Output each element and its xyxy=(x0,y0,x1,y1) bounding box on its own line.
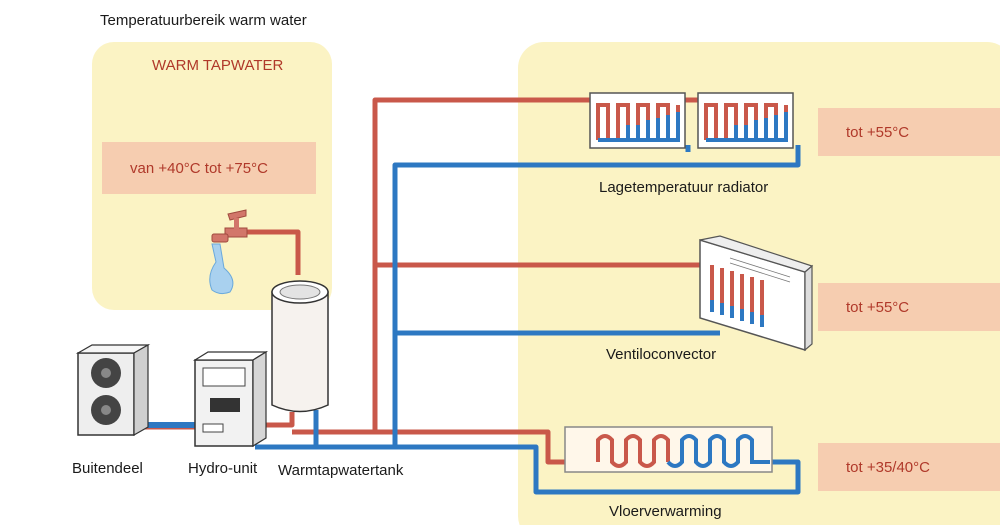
hydro-unit-label: Hydro-unit xyxy=(188,460,258,477)
page-title: Temperatuurbereik warm water xyxy=(100,12,307,29)
fan-convector-label: Ventiloconvector xyxy=(606,346,717,363)
radiator-label: Lagetemperatuur radiator xyxy=(599,179,769,196)
fan-convector-range: tot +55°C xyxy=(818,283,1000,331)
hydro-unit-icon xyxy=(192,350,269,448)
outdoor-unit-label: Buitendeel xyxy=(72,460,143,477)
tap-icon xyxy=(209,209,248,295)
floor-heating-label: Vloerverwarming xyxy=(609,503,722,520)
fan-convector-graphic xyxy=(699,235,814,352)
tapwater-heading: WARM TAPWATER xyxy=(152,57,284,74)
tank-label: Warmtapwatertank xyxy=(278,462,404,479)
outdoor-unit-icon xyxy=(75,343,151,437)
floor-heating-range: tot +35/40°C xyxy=(818,443,1000,491)
radiator-range: tot +55°C xyxy=(818,108,1000,156)
radiator-graphic xyxy=(589,92,794,149)
floor-heating-graphic xyxy=(564,426,773,473)
hot-water-tank-icon xyxy=(271,280,329,413)
cold-pipes xyxy=(130,145,801,495)
tapwater-range: van +40°C tot +75°C xyxy=(102,142,316,194)
